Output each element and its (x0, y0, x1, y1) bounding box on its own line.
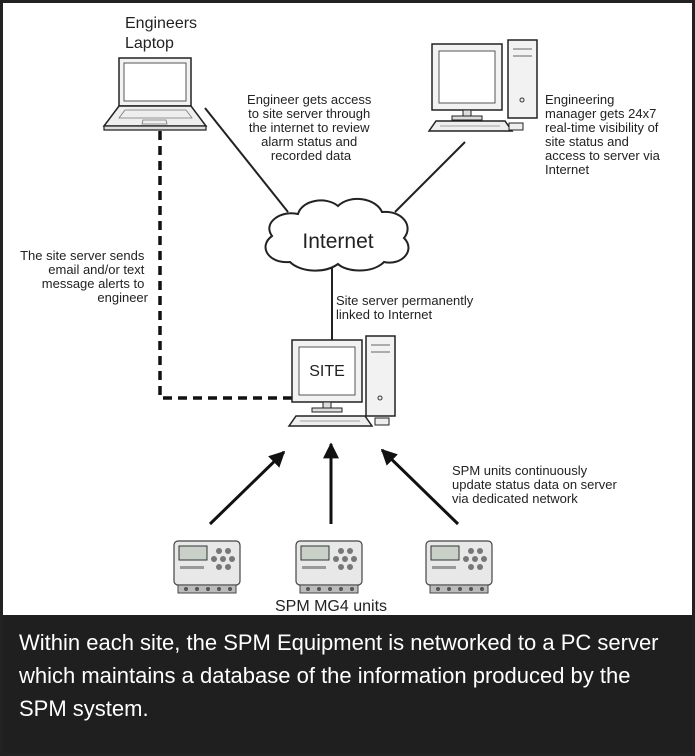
unit-3-arrow (380, 448, 460, 526)
alert-path (158, 112, 292, 400)
link-note: Site server permanently linked to Intern… (336, 293, 477, 322)
spm-note: SPM units continuously update status dat… (452, 463, 620, 506)
engineer-note: Engineer gets access to site server thro… (247, 92, 375, 163)
alerts-note: The site server sends email and/or text … (20, 248, 149, 305)
network-diagram: Engineers Laptop Engineer gets access to… (20, 15, 664, 615)
site-label: SITE (309, 363, 345, 380)
desktop-pc-icon (427, 39, 538, 132)
units-label: SPM MG4 units (275, 598, 387, 615)
laptop-label-line-2: Laptop (125, 35, 174, 52)
internet-label: Internet (302, 230, 373, 253)
manager-note: Engineering manager gets 24x7 real-time … (545, 92, 664, 177)
caption-box: Within each site, the SPM Equipment is n… (3, 615, 692, 753)
laptop-icon (102, 57, 208, 131)
internet-cloud-icon (264, 197, 410, 272)
unit-1-arrow (208, 450, 286, 526)
spm-unit-2-icon (295, 540, 363, 594)
laptop-label-line-1: Engineers (125, 15, 197, 32)
laptop-internet-link (204, 107, 289, 213)
site-server-icon (287, 335, 396, 427)
spm-unit-3-icon (425, 540, 493, 594)
spm-unit-1-icon (173, 540, 241, 594)
caption-text: Within each site, the SPM Equipment is n… (19, 630, 659, 721)
manager-internet-link (394, 141, 466, 213)
